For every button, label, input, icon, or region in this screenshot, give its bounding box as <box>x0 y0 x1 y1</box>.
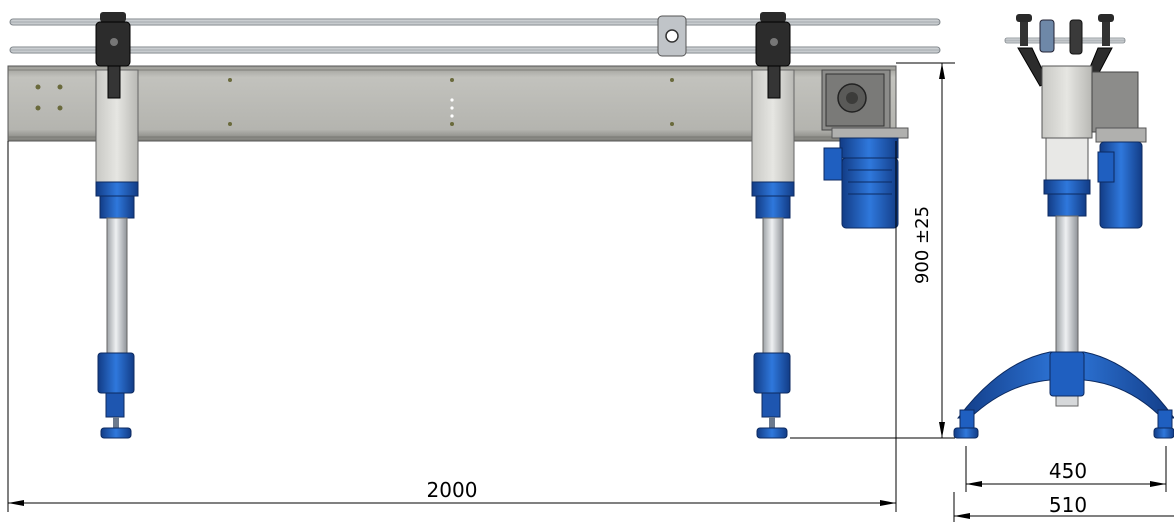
side-view: 450 510 <box>953 14 1174 522</box>
inner-width-dimension-label: 450 <box>1049 459 1087 483</box>
front-view: 2000 900 ±25 <box>7 12 955 512</box>
rail-bracket-right <box>755 12 791 99</box>
side-rail-clamps <box>1004 14 1126 87</box>
rail-mount <box>657 15 687 57</box>
inner-width-dimension <box>965 446 1167 492</box>
length-dimension <box>7 141 897 512</box>
guide-rails <box>9 15 941 57</box>
side-motor <box>1091 71 1147 229</box>
side-frame-body <box>1041 65 1093 217</box>
tripod-base <box>953 351 1174 439</box>
drive-motor <box>821 69 909 229</box>
outer-width-dimension <box>953 492 1174 522</box>
conveyor-beam <box>7 65 897 142</box>
side-column <box>1055 215 1079 355</box>
length-dimension-label: 2000 <box>427 478 478 502</box>
support-leg-left <box>95 69 139 439</box>
height-dimension <box>790 62 955 439</box>
outer-width-dimension-label: 510 <box>1049 493 1087 517</box>
rail-bracket-left <box>95 12 131 99</box>
support-leg-right <box>751 69 795 439</box>
height-dimension-label: 900 ±25 <box>912 206 933 284</box>
